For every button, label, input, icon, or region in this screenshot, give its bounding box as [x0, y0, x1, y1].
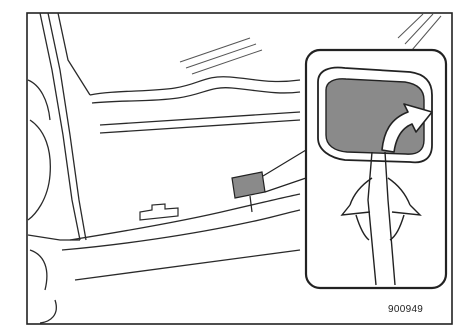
dashboard — [62, 77, 300, 280]
figure-code-label: 900949 — [388, 305, 423, 315]
left-pillar — [28, 13, 90, 323]
callout-leaders — [263, 150, 306, 192]
dash-tab — [140, 204, 178, 220]
